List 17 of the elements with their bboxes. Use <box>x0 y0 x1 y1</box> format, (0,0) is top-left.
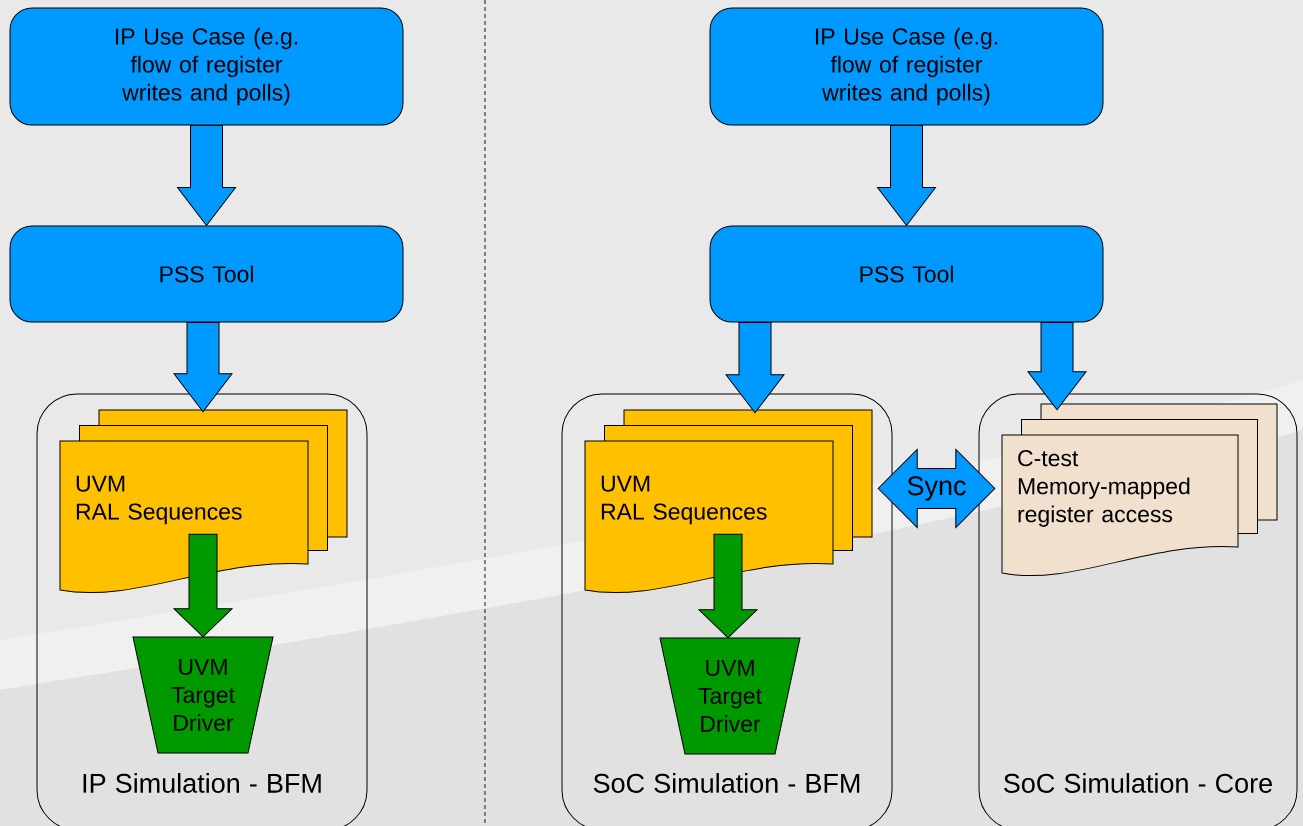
driver-trapezoid: UVM Target Driver <box>132 636 274 754</box>
document-stack: C-test Memory-mapped register access <box>1001 403 1278 576</box>
block-arrow <box>177 125 236 226</box>
process-box: IP Use Case (e.g. flow of register writes and polls) <box>709 7 1104 126</box>
edge-label: Sync <box>905 475 968 502</box>
block-arrow <box>173 533 233 638</box>
block-arrow <box>877 125 936 226</box>
block-arrow <box>1027 322 1087 411</box>
process-box: PSS Tool <box>709 225 1104 323</box>
document-stack: UVM RAL Sequences <box>584 409 873 593</box>
document-stack: UVM RAL Sequences <box>59 409 348 593</box>
block-arrow <box>173 322 233 413</box>
process-box: IP Use Case (e.g. flow of register writes and polls) <box>9 7 404 126</box>
driver-trapezoid: UVM Target Driver <box>659 637 801 755</box>
block-arrow <box>698 533 758 639</box>
process-box: PSS Tool <box>9 225 404 323</box>
block-arrow <box>725 322 785 414</box>
